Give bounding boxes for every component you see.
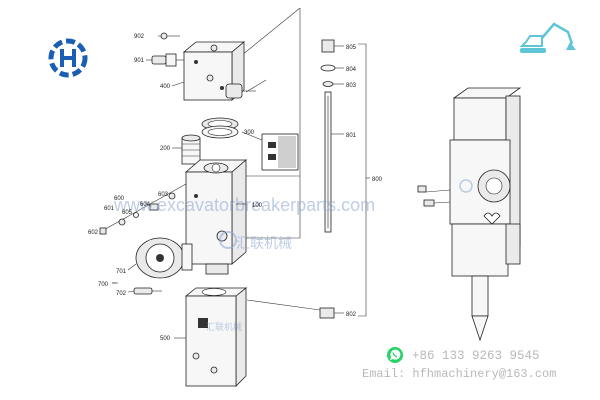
watermark-url: www.excavatorbreakerparts.com [113,195,375,215]
filter-200 [181,134,201,165]
label-805: 805 [346,45,357,51]
seal-ring-300 [201,117,239,139]
label-702: 702 [116,291,127,297]
watermark: www.excavatorbreakerparts.com 汇联机械 汇联机械 [113,179,473,332]
label-902: 902 [134,34,145,40]
assembly-outline [241,7,301,239]
label-700: 700 [98,282,109,288]
whatsapp-icon [387,347,403,363]
label-701: 701 [116,269,127,275]
label-601: 601 [104,206,115,212]
seal-detail-inset [241,131,299,171]
contact-email: Email: hfhmachinery@163.com [362,367,557,381]
label-801: 801 [346,133,357,139]
fitting-902 [160,32,180,40]
label-400: 400 [160,84,171,90]
watermark-brand-cn: 汇联机械 [236,235,292,251]
accumulator-700 [133,237,193,295]
part-labels: 902 901 400 805 804 803 300 801 200 800 … [88,34,383,342]
tie-rod-bracket-800 [358,43,370,317]
label-100: 100 [252,203,263,209]
label-603: 603 [158,192,169,198]
label-804: 804 [346,67,357,73]
label-300: 300 [244,130,255,136]
label-803: 803 [346,83,357,89]
label-901: 901 [134,58,145,64]
valve-parts-600 [99,183,187,235]
label-800: 800 [372,177,383,183]
watermark-brand-small: 汇联机械 [206,321,242,332]
fitting-901 [151,53,184,67]
assembled-breaker [417,87,522,342]
label-600: 600 [114,196,125,202]
label-802: 802 [346,312,357,318]
excavator-icon [519,22,576,53]
tie-rod-801 [246,39,344,319]
cylinder-body-100 [184,159,248,275]
label-605: 605 [122,210,133,216]
leader-lines [112,35,344,339]
label-500: 500 [160,336,171,342]
contact-phone: +86 133 9263 9545 [412,349,540,363]
valve-block-400 [182,41,256,101]
label-602: 602 [88,230,99,236]
hl-logo-icon [48,38,88,78]
label-200: 200 [160,146,171,152]
front-head-500 [184,287,248,387]
label-604: 604 [140,202,151,208]
